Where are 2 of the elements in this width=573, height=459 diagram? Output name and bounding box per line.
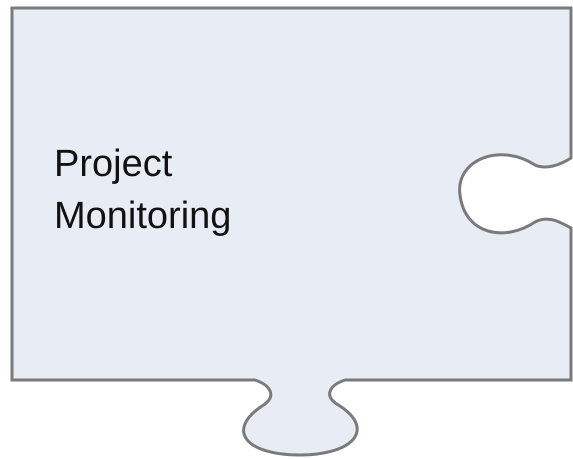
piece-label: Project Monitoring bbox=[54, 142, 232, 239]
puzzle-piece bbox=[10, 6, 572, 456]
